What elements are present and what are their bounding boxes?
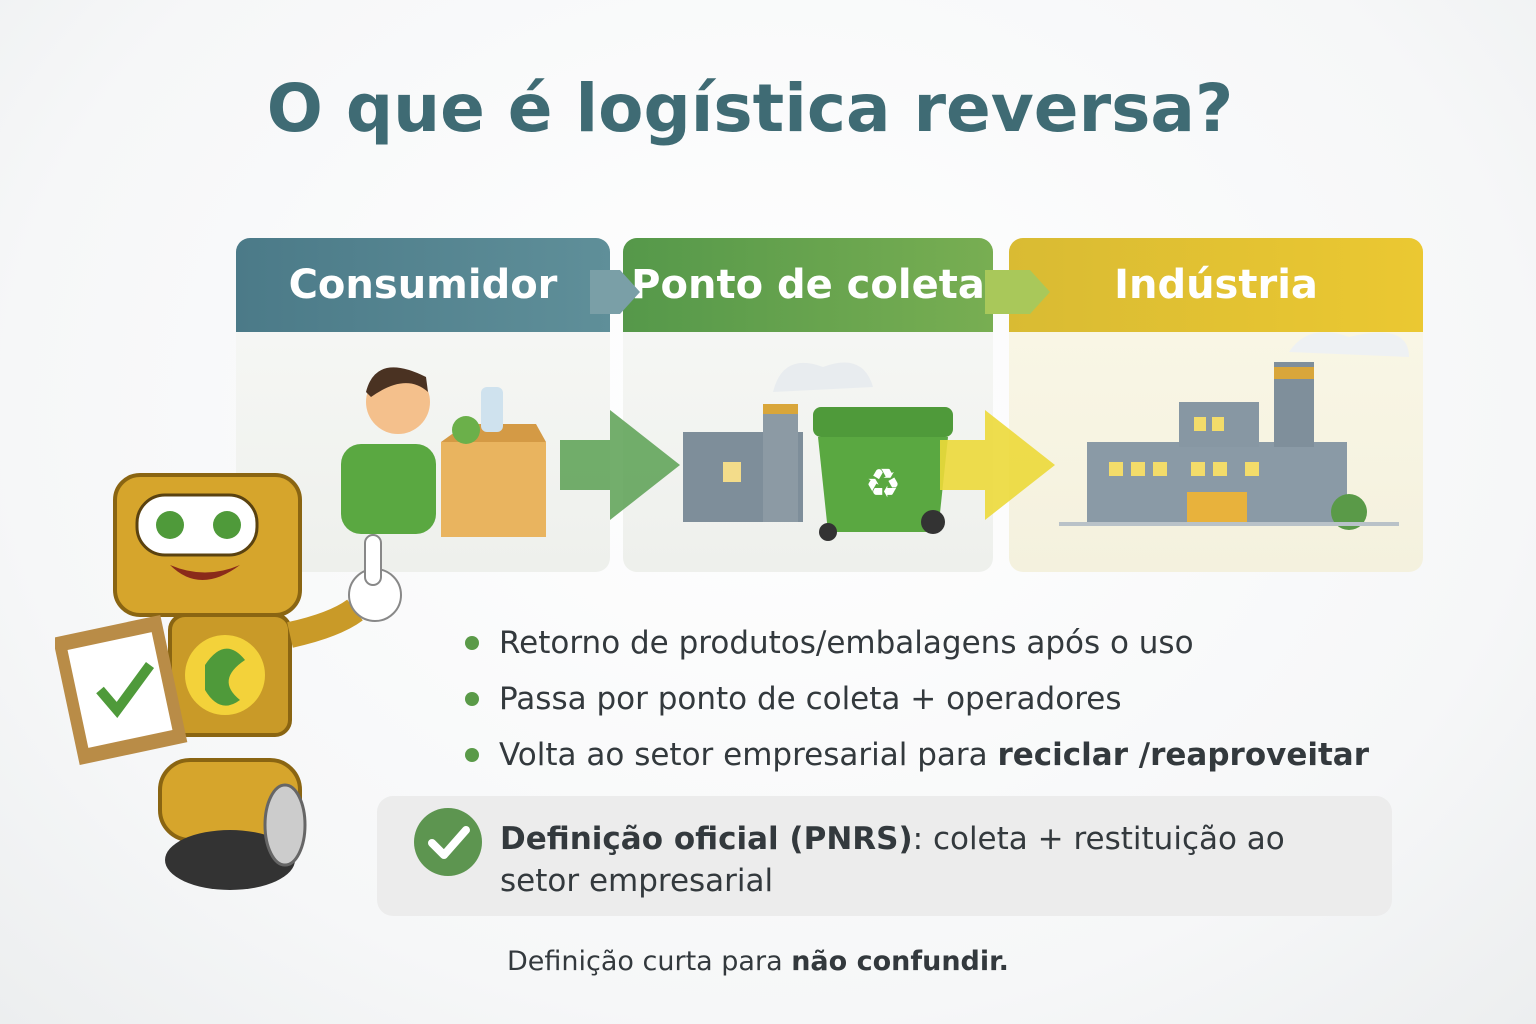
flow-step-industria: Indústria bbox=[1009, 238, 1423, 572]
collection-point-illustration: ♻ bbox=[683, 362, 953, 541]
bullet-text: Volta ao setor empresarial para bbox=[499, 737, 998, 773]
bullet-text: Retorno de produtos/embalagens após o us… bbox=[499, 625, 1194, 661]
definition-body: : coleta + restituição ao setor empresar… bbox=[500, 821, 1285, 899]
footer-text: Definição curta para bbox=[507, 946, 792, 977]
bullet-item: Retorno de produtos/embalagens após o us… bbox=[465, 615, 1369, 671]
check-icon bbox=[414, 808, 482, 876]
bullet-text: Passa por ponto de coleta + operadores bbox=[499, 681, 1122, 717]
step-header: Ponto de coleta bbox=[623, 238, 993, 332]
svg-text:♻: ♻ bbox=[865, 461, 901, 507]
bullet-dot-icon bbox=[465, 748, 479, 762]
flow-step-ponto-de-coleta: Ponto de coleta ♻ bbox=[623, 238, 993, 572]
page-title: O que é logística reversa? bbox=[266, 70, 1234, 147]
bullet-item: Volta ao setor empresarial para reciclar… bbox=[465, 727, 1369, 783]
factory-illustration bbox=[1059, 332, 1409, 530]
bullet-dot-icon bbox=[465, 636, 479, 650]
bullet-bold-text: reciclar /reaproveitar bbox=[997, 737, 1369, 773]
step-header: Indústria bbox=[1009, 238, 1423, 332]
definition-box bbox=[377, 796, 1392, 916]
definition-label: Definição oficial (PNRS) bbox=[500, 821, 913, 857]
bullet-item: Passa por ponto de coleta + operadores bbox=[465, 671, 1369, 727]
step-header: Consumidor bbox=[236, 238, 610, 332]
flow-step-consumidor: Consumidor bbox=[236, 238, 610, 572]
robot-mascot bbox=[55, 473, 402, 890]
bullet-dot-icon bbox=[465, 692, 479, 706]
footer-note: Definição curta para não confundir. bbox=[507, 946, 1009, 977]
bullet-list: Retorno de produtos/embalagens após o us… bbox=[465, 615, 1369, 783]
definition-text: Definição oficial (PNRS): coleta + resti… bbox=[500, 818, 1360, 902]
footer-bold-text: não confundir. bbox=[791, 946, 1009, 977]
consumer-illustration bbox=[341, 367, 546, 537]
